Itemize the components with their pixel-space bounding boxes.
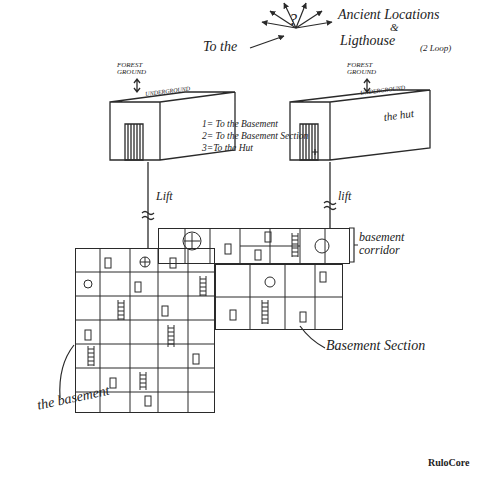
basement-block: the basement bbox=[75, 248, 215, 413]
pointer-arrow bbox=[250, 36, 284, 48]
map-note: To the bbox=[203, 40, 263, 55]
map-note: & bbox=[390, 22, 404, 34]
ladder-symbol bbox=[292, 233, 298, 257]
basement-section: Basement Section bbox=[215, 264, 343, 330]
map-note: 3=To the Hut bbox=[202, 144, 332, 154]
lift-connector bbox=[329, 162, 330, 228]
node-text: FOREST GROUND bbox=[347, 62, 389, 77]
lift-door bbox=[300, 124, 318, 160]
ladder-symbol bbox=[140, 372, 146, 390]
room-details bbox=[75, 228, 343, 413]
node-text: Basement Section bbox=[326, 339, 438, 354]
lift-label: lift bbox=[338, 190, 378, 203]
room-wall bbox=[158, 248, 159, 413]
map-note: Ancient Locations bbox=[338, 8, 463, 23]
corridor-bracket bbox=[349, 228, 358, 262]
room-wall bbox=[240, 246, 300, 247]
door-symbol bbox=[225, 244, 231, 254]
door-symbol bbox=[170, 258, 176, 268]
ladder-symbol bbox=[88, 346, 94, 366]
ladder-symbol bbox=[262, 300, 268, 324]
ladder-symbol bbox=[118, 300, 124, 320]
door-symbol bbox=[230, 310, 236, 320]
room-wall bbox=[215, 297, 343, 298]
break-mark bbox=[324, 202, 336, 210]
node-text: the basement bbox=[36, 380, 129, 413]
box-edges bbox=[290, 90, 430, 160]
node-text: basement corridor bbox=[359, 231, 429, 256]
level-arrow bbox=[134, 79, 140, 92]
room-wall bbox=[130, 248, 131, 413]
ladder-rungs bbox=[200, 276, 206, 296]
node-text: the hut bbox=[383, 106, 429, 124]
door-symbol bbox=[320, 272, 326, 282]
door-symbol bbox=[105, 258, 111, 268]
lift-connector-group bbox=[142, 162, 154, 248]
basement-leader bbox=[60, 345, 74, 398]
ladder-rungs bbox=[118, 300, 124, 320]
lift-connector bbox=[147, 162, 148, 248]
door-symbol bbox=[265, 232, 271, 242]
ladder-rungs bbox=[88, 346, 94, 366]
door-symbol bbox=[135, 282, 141, 292]
ladder-symbol bbox=[200, 276, 206, 296]
room-wall bbox=[188, 248, 189, 413]
map-note: Ligthouse bbox=[340, 34, 420, 49]
ladder-rungs bbox=[292, 233, 298, 257]
ladder-symbol bbox=[168, 325, 174, 347]
room-wall bbox=[75, 320, 215, 321]
map-note: 2= To the Basement Section bbox=[202, 132, 332, 142]
room-wall bbox=[210, 228, 211, 264]
room-wall bbox=[75, 344, 215, 345]
lift-connector-group bbox=[324, 162, 336, 228]
door-symbol bbox=[300, 312, 306, 322]
door-symbol bbox=[193, 354, 199, 364]
porthole-symbol bbox=[315, 239, 329, 253]
cross-symbol bbox=[140, 233, 200, 267]
hut-box: FOREST GROUNDUNDERGROUNDthe hut bbox=[285, 62, 435, 162]
bracket-set bbox=[60, 149, 358, 398]
ladder-rungs bbox=[262, 300, 268, 324]
map-note: (2 Loop) bbox=[420, 44, 470, 53]
lift-label: Lift bbox=[156, 190, 196, 203]
node-text: FOREST GROUND bbox=[117, 62, 159, 77]
door-symbol bbox=[255, 250, 261, 260]
break-mark bbox=[142, 212, 154, 220]
ladder-rungs bbox=[168, 325, 174, 347]
basement-corridor: basement corridor bbox=[158, 228, 350, 264]
watermark: RuloCore bbox=[428, 458, 480, 469]
door-symbol bbox=[110, 378, 116, 388]
room-wall bbox=[325, 228, 326, 264]
door-symbol bbox=[85, 330, 91, 340]
map-note: ? bbox=[289, 12, 305, 29]
room-wall bbox=[75, 272, 215, 273]
lift-door bbox=[125, 124, 143, 160]
porthole-symbol bbox=[265, 277, 275, 287]
porthole-symbol bbox=[84, 280, 92, 288]
room-wall bbox=[75, 368, 215, 369]
door-symbol bbox=[162, 306, 168, 316]
ladder-rungs bbox=[140, 372, 146, 390]
door-symbol bbox=[145, 396, 151, 406]
room-wall bbox=[75, 296, 215, 297]
node-text: UNDERGROUND bbox=[145, 84, 205, 98]
fan-arrow bbox=[296, 22, 332, 28]
map-note: 1= To the Basement bbox=[202, 120, 332, 130]
destination-fan bbox=[250, 3, 332, 48]
